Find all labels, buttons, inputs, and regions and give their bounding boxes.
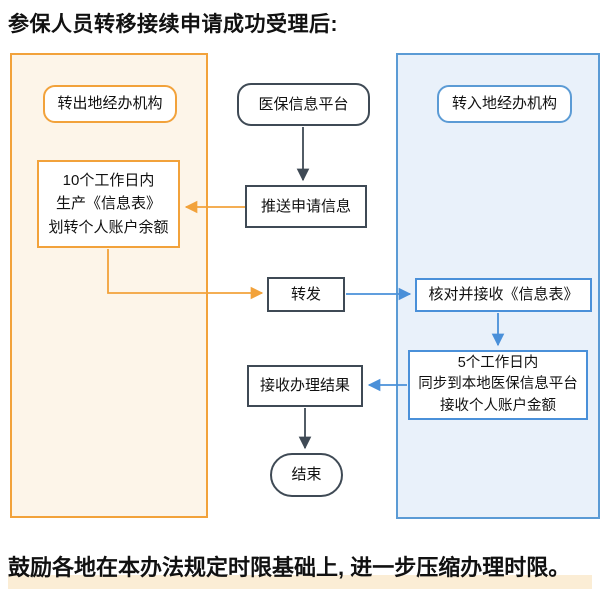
node-end: 结束 [270,453,343,497]
lane-header-transfer-out: 转出地经办机构 [43,85,177,123]
footer-highlight-band [8,575,592,589]
footer-note: 鼓励各地在本办法规定时限基础上, 进一步压缩办理时限。 [8,555,571,580]
node-receive-result: 接收办理结果 [247,365,363,407]
node-produce-info-table: 10个工作日内 生产《信息表》 划转个人账户余额 [37,160,180,248]
node-push-application-info: 推送申请信息 [245,185,367,228]
lane-header-platform: 医保信息平台 [237,83,370,126]
node-sync-receive-account: 5个工作日内 同步到本地医保信息平台 接收个人账户金额 [408,350,588,420]
node-forward: 转发 [267,277,345,312]
lane-header-transfer-in: 转入地经办机构 [437,85,572,123]
node-check-receive-info-table: 核对并接收《信息表》 [415,278,592,312]
page-title: 参保人员转移接续申请成功受理后: [8,13,338,36]
